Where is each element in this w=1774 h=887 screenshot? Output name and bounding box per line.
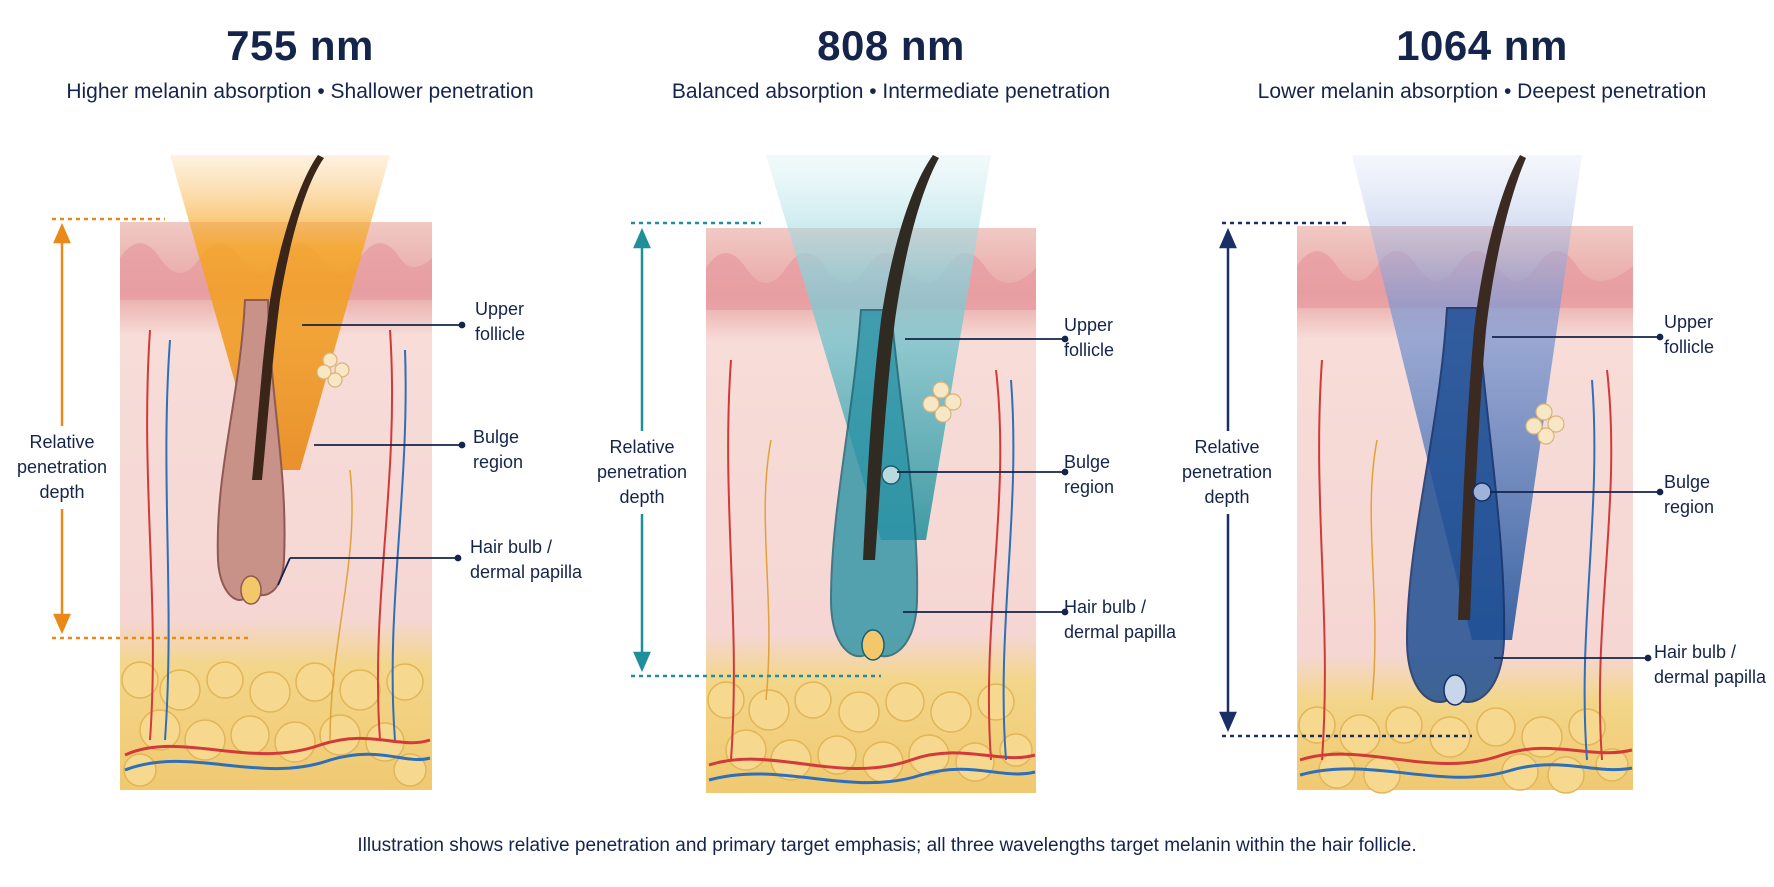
label-line: Hair bulb / bbox=[1654, 642, 1737, 662]
bulge-structure bbox=[1472, 482, 1492, 502]
label-line: region bbox=[473, 452, 524, 472]
bulge-structure bbox=[881, 465, 901, 485]
blood-vessels bbox=[124, 329, 431, 772]
depth-label-line3: depth bbox=[39, 482, 85, 502]
blood-vessels bbox=[1299, 359, 1633, 779]
depth-label-line1: Relative bbox=[609, 437, 675, 457]
panel-808nm: 808 nm Balanced absorption • Intermediat… bbox=[587, 0, 1182, 830]
label-line: follicle bbox=[1064, 340, 1115, 360]
wavelength-title: 1064 nm bbox=[1396, 22, 1568, 69]
wavelength-title: 755 nm bbox=[226, 22, 374, 69]
hair-shaft bbox=[252, 155, 324, 480]
penetration-depth-label: Relative penetration depth bbox=[587, 431, 697, 514]
depth-label-line2: penetration bbox=[596, 462, 688, 482]
footer-caption: Illustration shows relative penetration … bbox=[357, 835, 1417, 856]
sebaceous-gland bbox=[316, 352, 350, 388]
label-leader-lines bbox=[897, 335, 1069, 616]
wavelength-subtitle: Higher melanin absorption • Shallower pe… bbox=[66, 80, 534, 103]
label-bulge-region: Bulge region bbox=[1664, 470, 1714, 520]
label-line: Hair bulb / bbox=[470, 537, 553, 557]
label-leader-lines bbox=[1490, 333, 1664, 662]
label-hair-bulb: Hair bulb / dermal papilla bbox=[1064, 595, 1176, 645]
sebaceous-gland bbox=[922, 381, 962, 423]
skin-cross-section-illustration bbox=[1219, 155, 1664, 794]
label-upper-follicle: Upper follicle bbox=[1064, 313, 1114, 363]
label-line: follicle bbox=[1664, 337, 1715, 357]
label-line: follicle bbox=[475, 324, 526, 344]
wavelength-title: 808 nm bbox=[817, 22, 965, 69]
label-line: Upper bbox=[475, 299, 525, 319]
hair-shaft bbox=[863, 155, 939, 560]
hair-bulb bbox=[240, 575, 262, 605]
depth-label-line1: Relative bbox=[29, 432, 95, 452]
depth-label-line3: depth bbox=[1204, 487, 1250, 507]
penetration-depth-label: Relative penetration depth bbox=[1172, 431, 1282, 514]
blood-vessels bbox=[708, 359, 1036, 785]
label-line: Bulge bbox=[1064, 452, 1111, 472]
label-line: region bbox=[1064, 477, 1115, 497]
penetration-depth-label: Relative penetration depth bbox=[7, 426, 117, 509]
hair-bulb bbox=[861, 629, 885, 661]
skin-cross-section-illustration bbox=[52, 155, 466, 790]
label-line: Bulge bbox=[1664, 472, 1711, 492]
hair-shaft bbox=[1458, 155, 1526, 620]
label-hair-bulb: Hair bulb / dermal papilla bbox=[1654, 640, 1766, 690]
label-upper-follicle: Upper follicle bbox=[1664, 310, 1714, 360]
label-bulge-region: Bulge region bbox=[1064, 450, 1114, 500]
fat-layer bbox=[121, 661, 427, 787]
skin-cross-section-illustration bbox=[631, 155, 1069, 793]
label-line: dermal papilla bbox=[1654, 667, 1767, 687]
label-bulge-region: Bulge region bbox=[473, 425, 523, 475]
wavelength-subtitle: Lower melanin absorption • Deepest penet… bbox=[1257, 80, 1707, 103]
label-line: Bulge bbox=[473, 427, 520, 447]
label-upper-follicle: Upper follicle bbox=[475, 297, 525, 347]
depth-label-line2: penetration bbox=[1181, 462, 1273, 482]
depth-label-line2: penetration bbox=[16, 457, 108, 477]
label-line: Upper bbox=[1064, 315, 1114, 335]
label-line: dermal papilla bbox=[1064, 622, 1177, 642]
depth-label-line3: depth bbox=[619, 487, 665, 507]
label-leader-lines bbox=[277, 321, 466, 586]
wavelength-subtitle: Balanced absorption • Intermediate penet… bbox=[671, 80, 1111, 103]
label-hair-bulb: Hair bulb / dermal papilla bbox=[470, 535, 582, 585]
sebaceous-gland bbox=[1525, 403, 1565, 445]
panel-755nm: 755 nm Higher melanin absorption • Shall… bbox=[0, 0, 591, 830]
laser-beam bbox=[170, 155, 390, 470]
label-line: Hair bulb / bbox=[1064, 597, 1147, 617]
label-line: region bbox=[1664, 497, 1715, 517]
hair-bulb bbox=[1443, 674, 1467, 706]
label-line: dermal papilla bbox=[470, 562, 583, 582]
depth-label-line1: Relative bbox=[1194, 437, 1260, 457]
panel-1064nm: 1064 nm Lower melanin absorption • Deepe… bbox=[1172, 0, 1773, 830]
label-line: Upper bbox=[1664, 312, 1714, 332]
